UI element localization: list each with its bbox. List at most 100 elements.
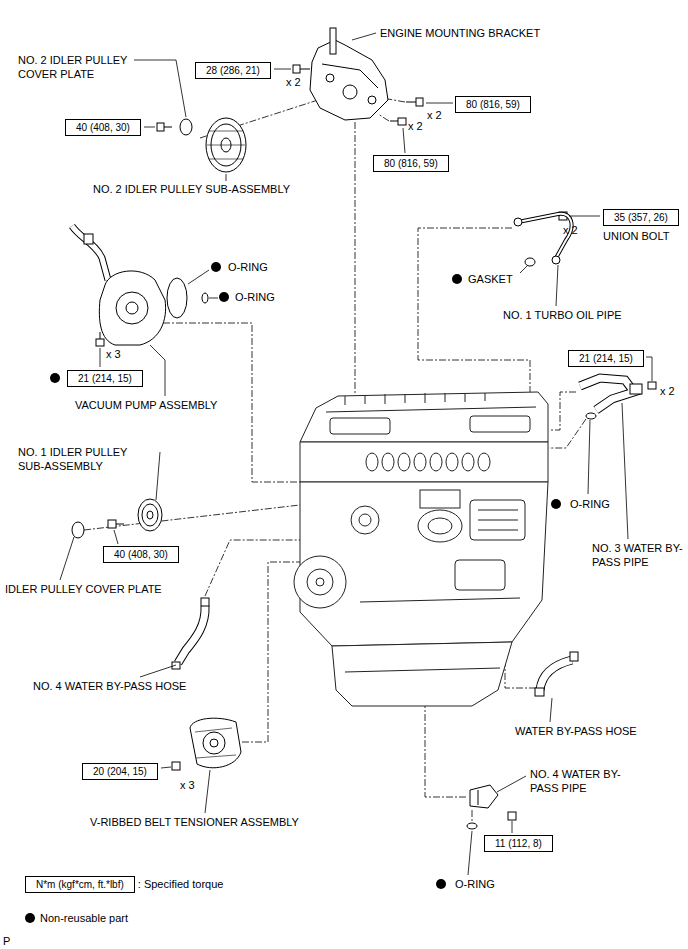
- leader-line: [134, 60, 186, 117]
- engine-mounting-bracket: [310, 40, 388, 120]
- part-name: UNION BOLT: [603, 229, 669, 243]
- engine-mounting-bracket: [322, 64, 378, 88]
- belt-tensioner: [203, 732, 225, 754]
- idler-pulley: [72, 522, 84, 538]
- torque-value: 80 (816, 59): [384, 157, 438, 170]
- engine-mounting-bracket: [326, 74, 334, 82]
- assembly-line: [84, 505, 300, 530]
- idler-pulley: [138, 499, 162, 531]
- torque-value: 21 (214, 15): [78, 372, 132, 385]
- vacuum-pump: [126, 302, 138, 314]
- assembly-line: [84, 99, 586, 821]
- quantity-note: x 2: [427, 108, 442, 122]
- engine-assembly: [366, 453, 378, 471]
- part-name: O-RING: [455, 877, 495, 891]
- part-name: IDLER PULLEY COVER PLATE: [5, 582, 162, 596]
- water-by-pass-hose: [178, 606, 205, 663]
- idler-pulley: [206, 118, 246, 172]
- assembly-line: [378, 114, 389, 121]
- water-by-pass-hose: [172, 598, 578, 696]
- engine-assembly: [462, 453, 474, 471]
- part-name: NO. 1 TURBO OIL PIPE: [503, 308, 622, 322]
- bolt: [300, 69, 310, 70]
- engine-assembly: [470, 416, 530, 432]
- leader-line: [114, 530, 118, 544]
- water-by-pass-hose: [178, 606, 205, 663]
- water-by-pass-hose: [172, 662, 180, 669]
- engine-assembly: [360, 598, 520, 602]
- engine-assembly: [382, 453, 394, 471]
- engine-assembly: [294, 556, 346, 608]
- bolt: [96, 339, 104, 346]
- bolt: [172, 762, 180, 770]
- leader-line: [550, 698, 552, 722]
- engine-assembly: [359, 514, 371, 526]
- engine-assembly: [345, 393, 485, 405]
- legend-entry: : Specified torque: [138, 877, 224, 891]
- vacuum-pump: [116, 292, 148, 324]
- non-reusable-mark: [551, 499, 561, 509]
- engine-assembly: [446, 453, 458, 471]
- leader-line: [205, 770, 210, 813]
- engine-assembly: [470, 500, 525, 540]
- leader-line: [150, 345, 165, 396]
- torque-box: 40 (408, 30): [103, 546, 179, 563]
- engine-assembly: [345, 668, 500, 672]
- idler-pulley: [72, 499, 162, 538]
- engine-assembly: [326, 407, 536, 412]
- engine-assembly: [300, 392, 548, 442]
- engine-assembly: [300, 442, 548, 482]
- turbo-oil-pipe: [525, 258, 535, 266]
- non-reusable-mark: [219, 292, 229, 302]
- idler-pulley: [180, 118, 246, 172]
- assembly-line: [355, 122, 356, 395]
- part-name: NO. 3 WATER BY-PASS PIPE: [592, 541, 684, 569]
- idler-pulley: [207, 131, 245, 159]
- legend-text: : Specified torque: [138, 877, 224, 891]
- torque-box: 35 (357, 26): [603, 209, 679, 226]
- legend-text: Non-reusable part: [40, 911, 128, 925]
- engine-assembly: [418, 510, 462, 542]
- water-by-pass-pipe: [478, 790, 479, 805]
- quantity-note: x 3: [180, 778, 195, 792]
- water-by-pass-pipe: [467, 785, 498, 829]
- engine-assembly: [430, 453, 442, 471]
- belt-tensioner: [190, 718, 241, 768]
- water-by-pass-hose: [535, 688, 544, 696]
- leader-line: [188, 270, 209, 284]
- idler-pulley: [180, 119, 192, 135]
- turbo-oil-pipe: [552, 256, 560, 264]
- engine-assembly: [478, 453, 490, 471]
- engine-mounting-bracket: [343, 85, 357, 99]
- leader-line: [646, 357, 652, 381]
- part-name: ENGINE MOUNTING BRACKET: [380, 26, 540, 40]
- leader-line: [60, 33, 652, 875]
- quantity-note: x 2: [563, 223, 578, 237]
- bolt: [108, 520, 116, 528]
- leader-line: [622, 403, 628, 539]
- bolt: [100, 332, 101, 339]
- assembly-line: [549, 419, 586, 448]
- quantity-note: x 2: [286, 75, 301, 89]
- engine-assembly: [478, 510, 518, 530]
- torque-box: 80 (816, 59): [455, 96, 531, 113]
- engine-assembly: [420, 490, 460, 508]
- legend-entry: Non-reusable part: [25, 911, 128, 925]
- idler-pulley: [142, 504, 158, 526]
- part-name: NO. 2 IDLER PULLEY COVER PLATE: [18, 53, 148, 81]
- vacuum-pump: [72, 226, 108, 280]
- vacuum-pump: [99, 271, 165, 345]
- torque-value: 40 (408, 30): [114, 548, 168, 561]
- torque-value: 11 (112, 8): [495, 837, 542, 850]
- leader-line: [352, 33, 376, 40]
- water-by-pass-hose: [201, 598, 209, 606]
- non-reusable-mark: [50, 373, 60, 383]
- water-by-pass-pipe: [580, 378, 634, 410]
- non-reusable-mark: [436, 879, 446, 889]
- belt-tensioner: [195, 728, 236, 758]
- vacuum-pump: [72, 226, 208, 345]
- torque-value: 80 (816, 59): [466, 98, 520, 111]
- non-reusable-mark: [211, 262, 221, 272]
- water-by-pass-pipe: [586, 413, 596, 419]
